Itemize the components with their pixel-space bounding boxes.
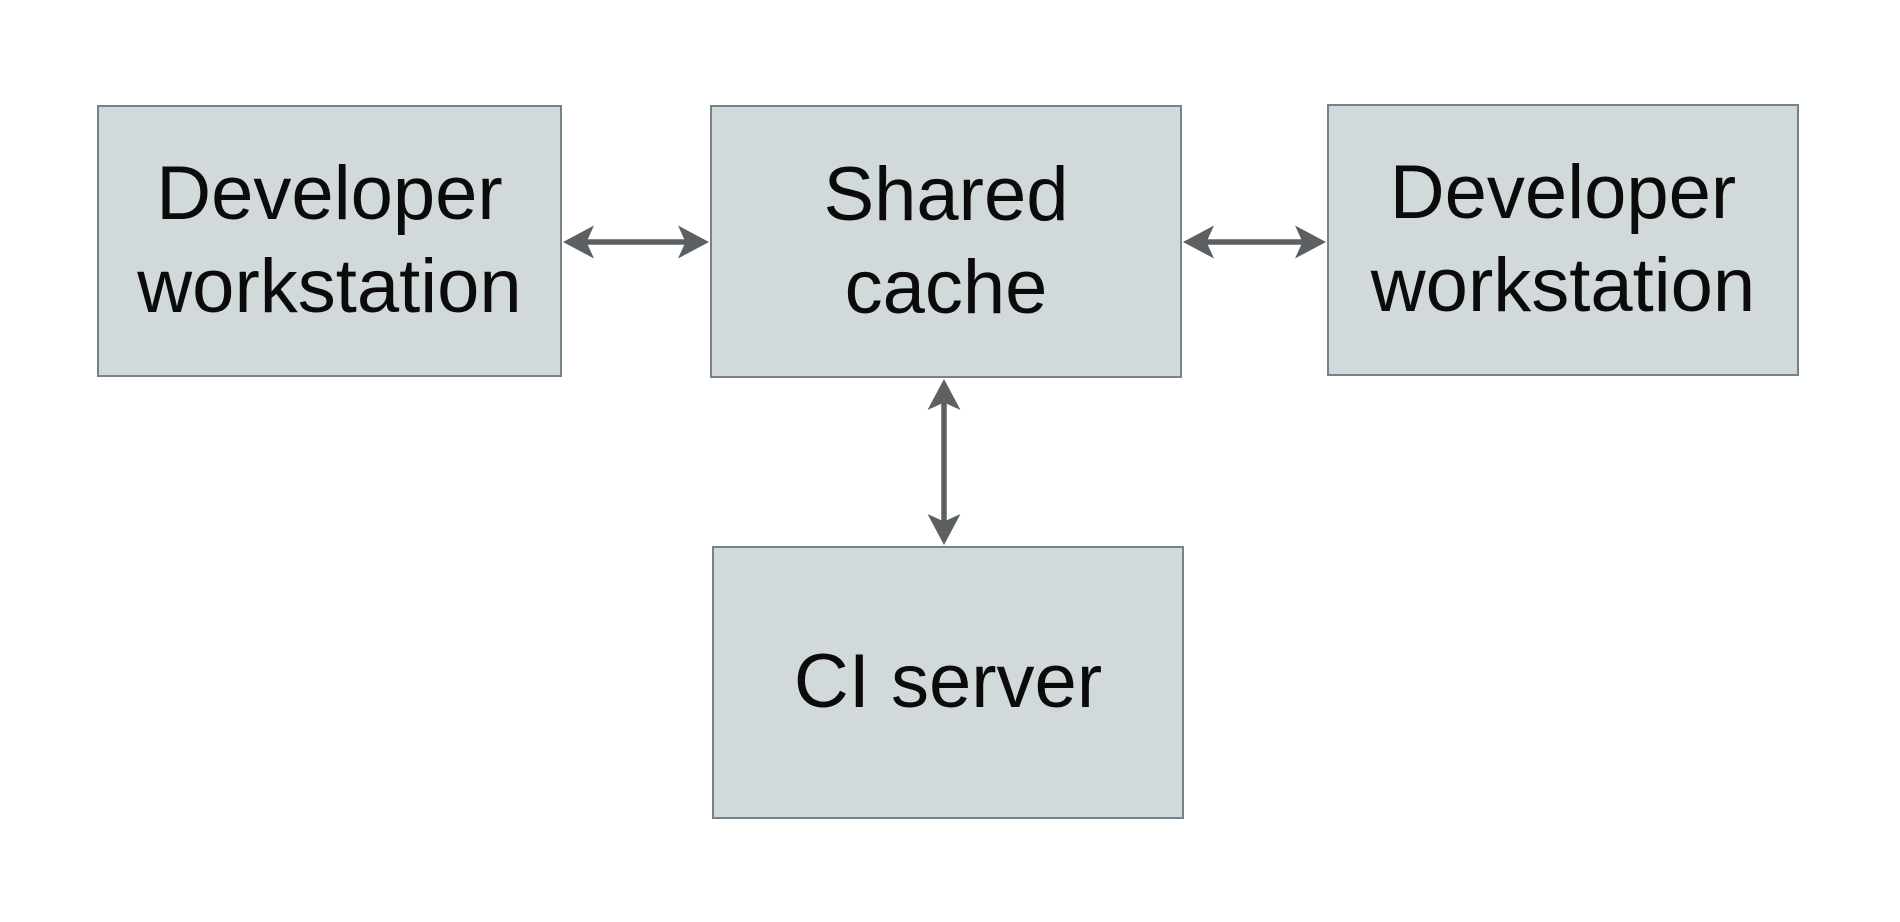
node-developer-workstation-left: Developer workstation	[97, 105, 562, 377]
node-developer-workstation-left-label: Developer workstation	[137, 151, 522, 329]
arrowhead-icon	[927, 514, 961, 545]
bidirectional-arrow-shared-cache-ci-server	[927, 379, 961, 545]
arrowhead-icon	[678, 225, 709, 259]
arrowhead-icon	[563, 225, 594, 259]
bidirectional-arrow-shared-cache-right-workstation	[1183, 225, 1326, 259]
bidirectional-arrow-left-workstation-shared-cache	[563, 225, 709, 259]
node-shared-cache: Shared cache	[710, 105, 1182, 378]
node-developer-workstation-right: Developer workstation	[1327, 104, 1799, 376]
arrowhead-icon	[1183, 225, 1214, 259]
node-shared-cache-label: Shared cache	[823, 151, 1069, 330]
arrowhead-icon	[927, 379, 961, 410]
node-developer-workstation-right-label: Developer workstation	[1370, 150, 1756, 328]
node-ci-server: CI server	[712, 546, 1184, 819]
node-ci-server-label: CI server	[793, 639, 1103, 725]
arrowhead-icon	[1295, 225, 1326, 259]
